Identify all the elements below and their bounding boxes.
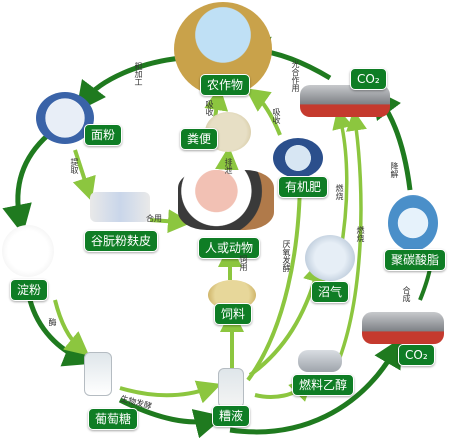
edge-degrade: 降解 (390, 162, 399, 178)
arc-bottom-sweep (229, 337, 403, 435)
label-co2-bottom: CO₂ (398, 344, 435, 366)
arrow-fertilizer-to-crops (245, 88, 282, 136)
label-co2-top: CO₂ (350, 68, 387, 90)
edge-extract: 提取 (70, 158, 79, 174)
label-human-animal: 人或动物 (198, 237, 261, 259)
edge-excrete: 排泄 (224, 158, 233, 174)
label-distillers: 糟液 (212, 405, 251, 427)
edge-rough-processing: 粗加工 (134, 62, 143, 86)
truck-bottom-image (362, 312, 444, 344)
edge-anaerobic: 厌氧发酵 (282, 240, 291, 272)
arrow-ethanol-burn (333, 109, 367, 371)
edge-synthesis: 合成 (402, 286, 411, 302)
arc-starch-to-glucose (27, 299, 94, 367)
biogas-image (305, 235, 355, 281)
animals-image (178, 170, 274, 230)
arrow-distillers-to-fertilizer (246, 163, 312, 382)
distillers-bottle-image (218, 368, 244, 408)
gluten-image (90, 192, 150, 222)
polycarbonate-image (388, 195, 438, 251)
label-starch: 淀粉 (10, 279, 49, 301)
label-feed: 饲料 (214, 303, 253, 325)
fertilizer-image (273, 138, 323, 178)
edge-absorb-right: 吸收 (272, 108, 281, 124)
edge-enzyme: 酶 (48, 318, 57, 326)
car-image (298, 350, 342, 372)
label-biogas: 沼气 (311, 281, 350, 303)
edge-combustion-b: 燃烧 (356, 226, 365, 242)
arc-crops-to-flour (75, 55, 183, 112)
arrow-starch-to-glucose (53, 299, 90, 356)
truck-top-image (300, 85, 390, 117)
label-flour: 面粉 (84, 124, 123, 146)
arc-glucose-to-distillers (118, 397, 225, 439)
label-manure: 粪便 (180, 128, 219, 150)
label-crops: 农作物 (200, 74, 251, 96)
edge-feeding: 饲用 (239, 255, 248, 271)
glucose-bottle-image (84, 352, 112, 396)
edge-combustion-a: 燃烧 (335, 184, 344, 200)
edge-photosynthesis: 光合作用 (291, 60, 300, 92)
label-glucose: 葡萄糖 (88, 408, 139, 430)
arrow-gluten-to-animal (149, 209, 192, 234)
label-gluten-bran: 谷朊粉麸皮 (84, 230, 159, 252)
label-polycarbonate: 聚碳酸脂 (384, 249, 447, 271)
edge-combine: 合用 (146, 214, 162, 223)
arrow-flour-to-gluten (72, 149, 96, 202)
arc-flour-to-starch (2, 133, 50, 235)
label-fuel-ethanol: 燃料乙醇 (292, 374, 355, 396)
starch-image (2, 225, 54, 277)
arrow-biogas-burn (332, 107, 353, 256)
edge-absorb-left: 吸收 (205, 100, 214, 116)
arrow-glucose-to-distillers (119, 380, 222, 404)
label-organic-fertilizer: 有机肥 (278, 176, 329, 198)
